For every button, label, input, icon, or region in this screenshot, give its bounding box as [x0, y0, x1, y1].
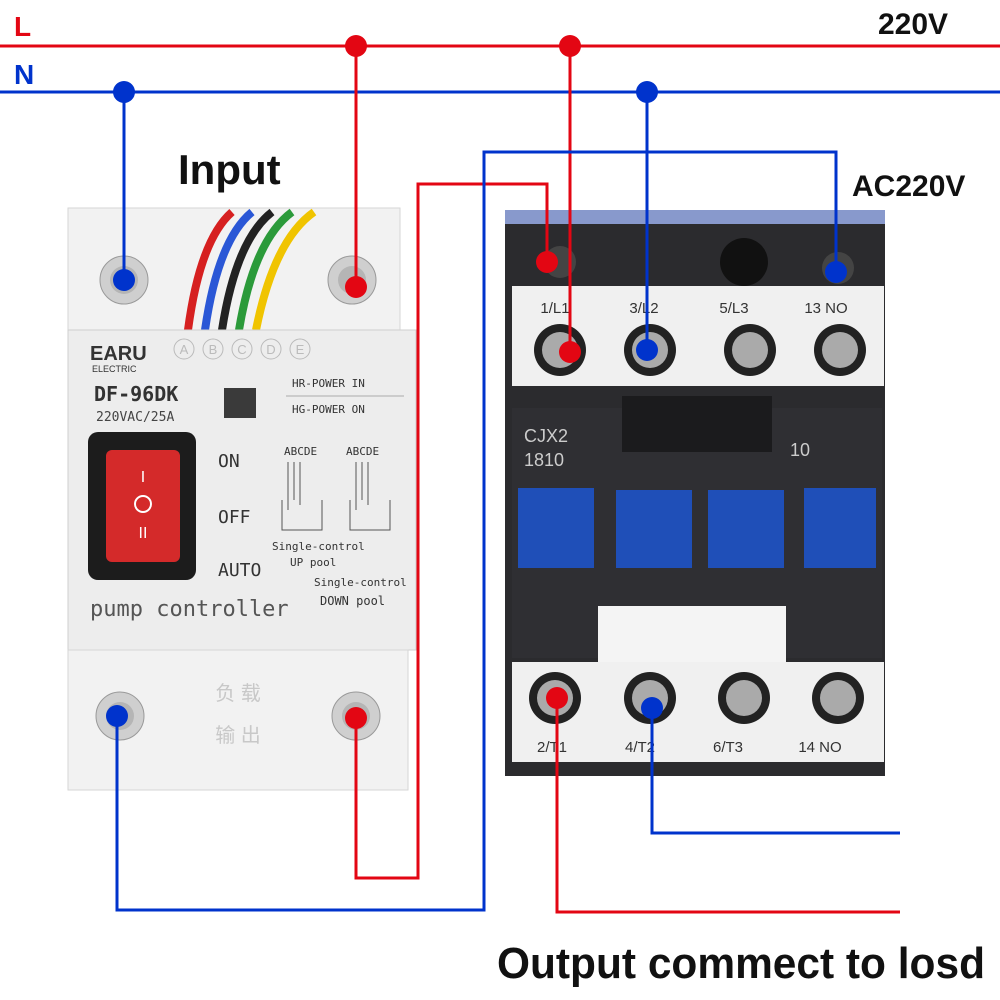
- dot-n-controller: [113, 81, 135, 103]
- wire-output-blue: [650, 710, 900, 835]
- hg-power-label: HG-POWER ON: [292, 403, 365, 416]
- wire-letter-c: C: [237, 342, 246, 357]
- switch-auto-label: AUTO: [218, 560, 261, 581]
- abcde-left: ABCDE: [284, 445, 317, 458]
- contactor-aux-rating: 10: [790, 440, 810, 460]
- indicator-window: [224, 388, 256, 418]
- wire-controller-out-red: [354, 182, 549, 880]
- contactor-side-button-right: [804, 488, 876, 568]
- svg-text:I: I: [141, 469, 145, 486]
- wire-letter-row: A B C D E: [173, 338, 311, 360]
- terminal-3-l2: 3/L2: [629, 300, 658, 317]
- switch-on-label: ON: [218, 451, 240, 472]
- dot-contactor-coil-a: [536, 251, 558, 273]
- wire-letter-a: A: [180, 342, 189, 357]
- contactor-plunger-right[interactable]: [708, 490, 784, 568]
- dot-l-contactor: [559, 35, 581, 57]
- terminal-5-l3: 5/L3: [719, 300, 748, 317]
- wiring: [115, 46, 900, 914]
- pool-level-sketch: [281, 462, 391, 531]
- terminal-6-t3: 6/T3: [713, 739, 743, 756]
- dot-controller-out-n: [106, 705, 128, 727]
- line-n-label: N: [14, 59, 34, 90]
- junction-dots: [106, 35, 847, 729]
- dot-contactor-t2: [641, 697, 663, 719]
- contactor-label-slot: [598, 606, 786, 666]
- terminal-13-no: 13 NO: [804, 300, 847, 317]
- contactor-plunger-left[interactable]: [616, 490, 692, 568]
- single-control-up: Single-control: [272, 540, 365, 553]
- input-label: Input: [178, 146, 281, 193]
- dot-controller-in-l: [345, 276, 367, 298]
- controller-model: DF-96DK: [94, 382, 178, 406]
- load-output-line1: 负 载: [215, 682, 261, 705]
- contactor-model-line2: 1810: [524, 450, 564, 470]
- terminal-4-t2: 4/T2: [625, 739, 655, 756]
- terminal-2-t1: 2/T1: [537, 739, 567, 756]
- up-pool-label: UP pool: [290, 556, 336, 569]
- dot-n-contactor: [636, 81, 658, 103]
- wire-letter-b: B: [209, 342, 218, 357]
- dot-l-controller: [345, 35, 367, 57]
- coil-voltage-label: AC220V: [852, 170, 965, 203]
- dot-controller-out-l: [345, 707, 367, 729]
- svg-text:II: II: [139, 525, 148, 542]
- wire-controller-out-blue: [115, 150, 838, 912]
- contactor-model-line1: CJX2: [524, 426, 568, 446]
- terminal-14-no: 14 NO: [798, 739, 841, 756]
- switch-off-label: OFF: [218, 507, 251, 528]
- output-label: Output commect to losd: [497, 939, 985, 988]
- dot-controller-in-n: [113, 269, 135, 291]
- hr-power-label: HR-POWER IN: [292, 377, 365, 390]
- controller-title: pump controller: [90, 597, 289, 622]
- controller-brand-sub: ELECTRIC: [92, 364, 137, 374]
- single-control-down: Single-control: [314, 576, 407, 589]
- wire-output-red: [555, 698, 900, 914]
- wire-letter-d: D: [266, 342, 275, 357]
- controller-rating: 220VAC/25A: [96, 410, 174, 425]
- wire-letter-e: E: [296, 342, 305, 357]
- load-output-line2: 输 出: [215, 724, 261, 747]
- dot-contactor-l1: [559, 341, 581, 363]
- dot-contactor-coil-b: [825, 261, 847, 283]
- dot-contactor-t1: [546, 687, 568, 709]
- line-l-label: L: [14, 11, 31, 42]
- abcde-right: ABCDE: [346, 445, 379, 458]
- terminal-1-l1: 1/L1: [540, 300, 569, 317]
- pump-controller: EARU ELECTRIC A B C D E DF-96DK 220VAC/2…: [67, 207, 417, 791]
- dot-contactor-l2: [636, 339, 658, 361]
- contactor-side-button-left: [518, 488, 594, 568]
- down-pool-label: DOWN pool: [320, 594, 385, 608]
- mode-rocker-switch[interactable]: I II: [88, 432, 196, 580]
- voltage-label: 220V: [878, 8, 948, 41]
- controller-brand: EARU: [90, 343, 147, 365]
